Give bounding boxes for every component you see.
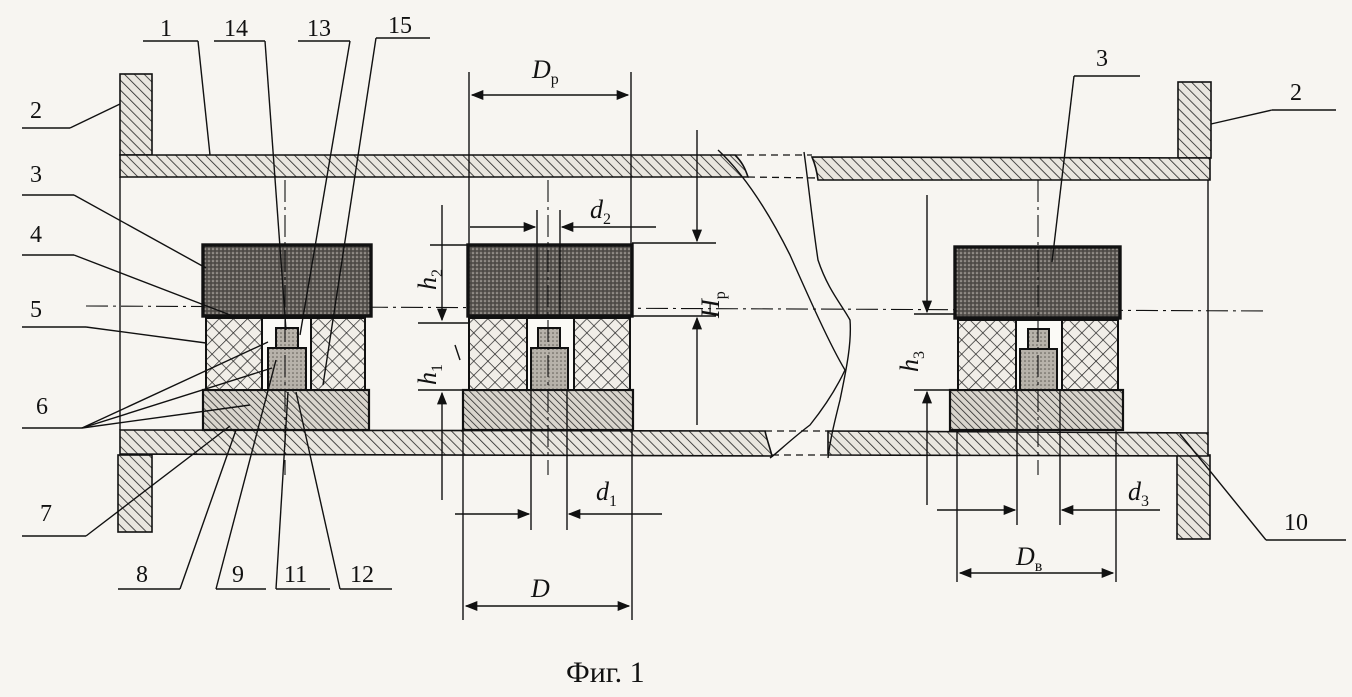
dim-label-d: D	[530, 574, 550, 603]
part-label-15: 15	[388, 13, 412, 39]
part-label-10: 10	[1284, 510, 1308, 536]
part-label-2-left: 2	[30, 98, 42, 124]
right-flange-top	[1178, 82, 1211, 158]
figure-caption: Фиг. 1	[566, 656, 645, 689]
part-label-13: 13	[307, 16, 331, 42]
pipe-top-wall-left	[120, 155, 748, 177]
part-label-11: 11	[284, 562, 307, 588]
core-middle-b	[574, 318, 630, 390]
dim-label-h3: h3	[895, 351, 928, 372]
pipe-bottom-wall-left	[120, 430, 772, 456]
part-label-1: 1	[160, 16, 172, 42]
left-flange-top	[120, 74, 152, 155]
left-flange-bottom	[118, 455, 152, 532]
dim-label-h2: h2	[413, 269, 446, 290]
break-line-left	[718, 150, 845, 458]
dim-label-hp: Hр	[696, 291, 729, 319]
part-label-3-right: 3	[1096, 46, 1108, 72]
part-label-8: 8	[136, 562, 148, 588]
part-label-4: 4	[30, 222, 42, 248]
core-left-b	[311, 318, 365, 390]
dim-label-d3: d3	[1128, 477, 1149, 510]
leader-2-right	[1211, 110, 1272, 124]
right-flange-bottom	[1177, 455, 1210, 539]
dim-label-h1: h1	[413, 364, 446, 385]
part-label-6: 6	[36, 394, 48, 420]
core-left-a	[206, 318, 262, 390]
magnet-left	[203, 245, 371, 316]
dim-label-d1: d1	[596, 477, 617, 510]
dim-label-d2: d2	[590, 195, 611, 228]
base-plate-right	[950, 390, 1123, 430]
part-label-12: 12	[350, 562, 374, 588]
leader-5	[86, 327, 206, 343]
part-label-9: 9	[232, 562, 244, 588]
part-label-5: 5	[30, 297, 42, 323]
pin-upper-left	[276, 328, 298, 348]
pipe-bottom-wall-right	[828, 431, 1208, 456]
magnet-middle	[468, 245, 632, 316]
pipe-top-wall-right	[812, 157, 1210, 180]
dim-label-dv: Dв	[1015, 542, 1043, 575]
core-middle-a	[469, 318, 527, 390]
leader-3-left	[74, 195, 206, 268]
core-right-a	[958, 320, 1016, 390]
part-label-14: 14	[224, 16, 248, 42]
h1-tick	[455, 345, 460, 360]
core-right-b	[1062, 320, 1118, 390]
assembly-right	[950, 180, 1123, 475]
part-label-7: 7	[40, 501, 52, 527]
dim-label-dp: Dр	[531, 55, 559, 88]
leader-2-left	[70, 104, 120, 128]
pin-upper-middle	[538, 328, 560, 348]
break-line-right	[804, 152, 850, 458]
part-label-3-left: 3	[30, 162, 42, 188]
leader-1	[198, 41, 210, 155]
part-label-2-right: 2	[1290, 80, 1302, 106]
pin-lower-middle	[531, 348, 568, 390]
assembly-left	[203, 180, 371, 475]
